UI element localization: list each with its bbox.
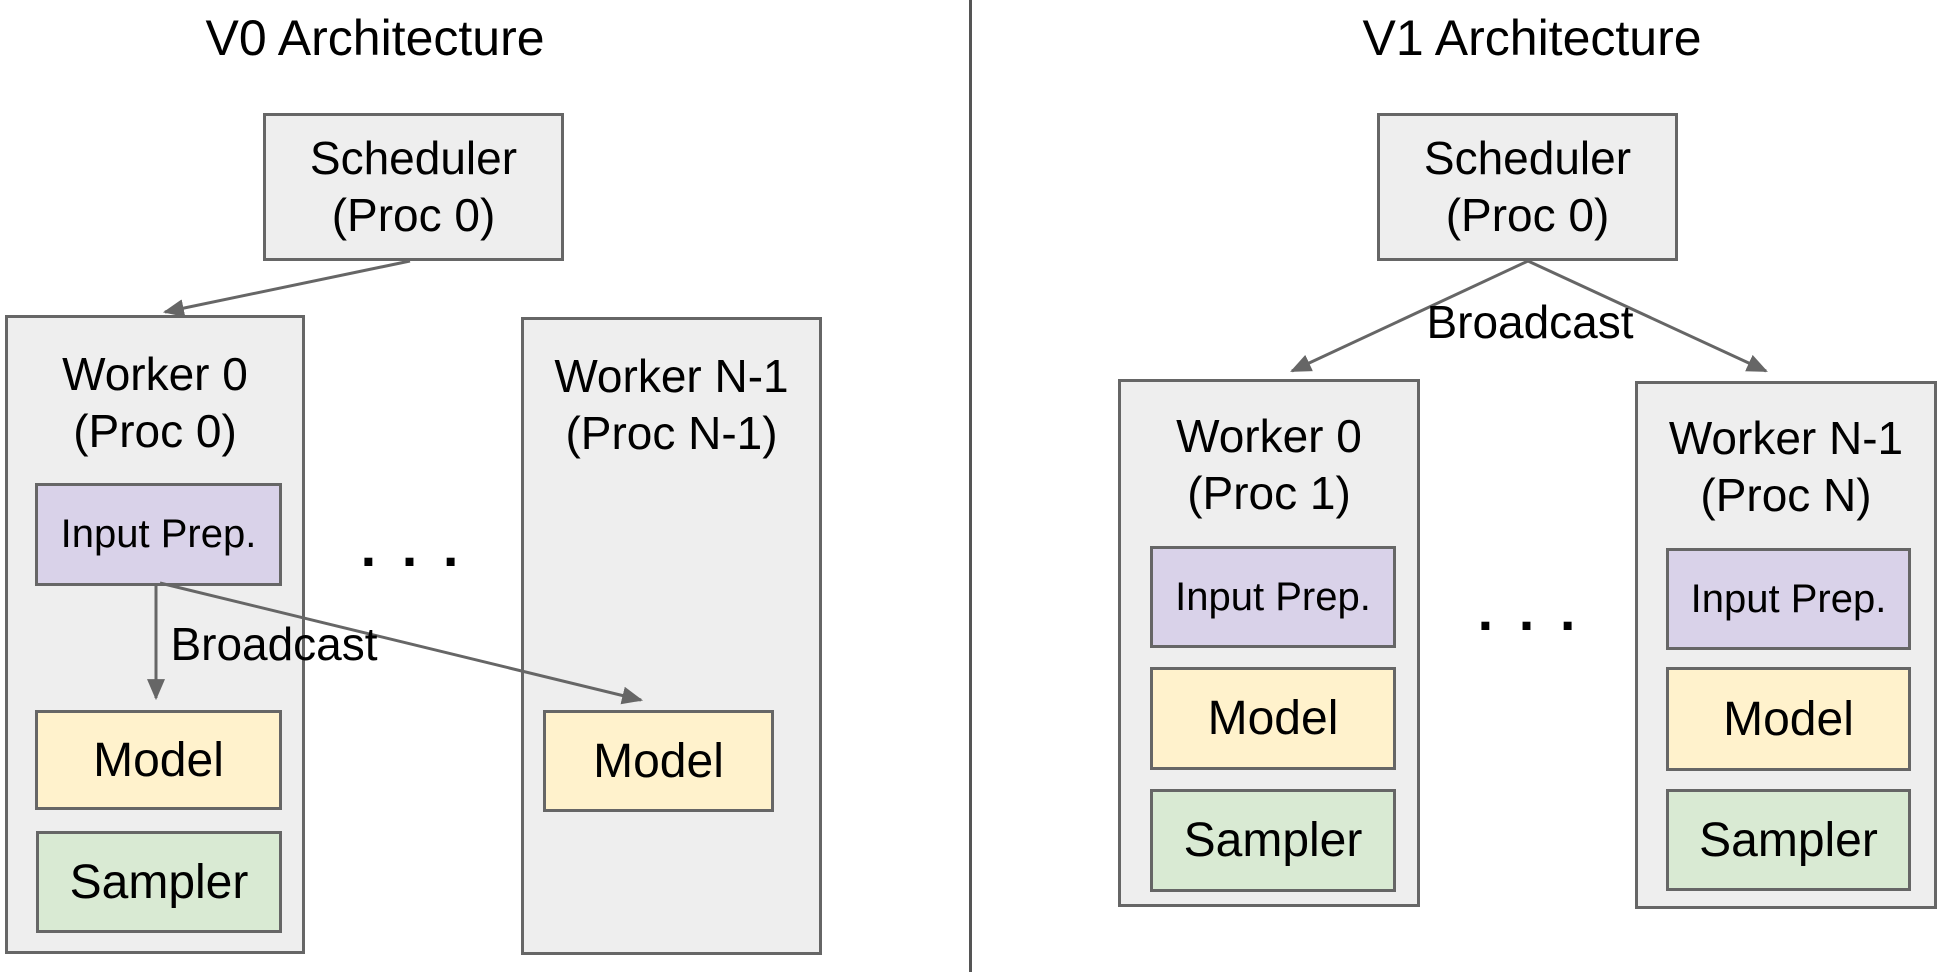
v0-title: V0 Architecture	[205, 10, 545, 66]
v1-worker0-box: Worker 0 (Proc 1) Input Prep. Model Samp…	[1118, 379, 1420, 907]
v0-ellipsis: . . .	[360, 515, 464, 578]
v0-worker0-label: Worker 0 (Proc 0)	[8, 318, 302, 460]
v1-workerN-label: Worker N-1 (Proc N)	[1638, 384, 1934, 524]
v1-scheduler-proc: (Proc 0)	[1445, 189, 1610, 241]
panel-divider	[969, 0, 972, 972]
v1-ellipsis: . . .	[1477, 579, 1581, 642]
v0-workerN-model-box: Model	[543, 710, 774, 812]
v1-workerN-model-box: Model	[1666, 667, 1911, 771]
v0-workerN-label: Worker N-1 (Proc N-1)	[524, 320, 819, 462]
v0-scheduler-name: Scheduler	[309, 132, 518, 184]
v0-scheduler-to-worker0-arrow	[162, 259, 411, 317]
v1-worker0-proc: (Proc 1)	[1187, 467, 1351, 519]
v0-worker0-name: Worker 0	[62, 348, 248, 400]
v0-worker0-model-box: Model	[35, 710, 282, 810]
v1-workerN-name: Worker N-1	[1668, 412, 1904, 464]
v1-worker0-input-prep-box: Input Prep.	[1150, 546, 1396, 648]
v1-scheduler-name: Scheduler	[1423, 132, 1632, 184]
v0-workerN-name: Worker N-1	[554, 350, 789, 402]
v1-scheduler-box: Scheduler (Proc 0)	[1377, 113, 1678, 261]
v1-title: V1 Architecture	[1362, 10, 1702, 66]
v0-workerN-box: Worker N-1 (Proc N-1) Model	[521, 317, 822, 955]
v1-workerN-proc: (Proc N)	[1700, 469, 1872, 521]
v0-worker0-sampler-box: Sampler	[36, 831, 282, 933]
v1-workerN-sampler-box: Sampler	[1666, 789, 1911, 891]
v1-worker0-name: Worker 0	[1176, 410, 1362, 462]
v0-worker0-proc: (Proc 0)	[73, 405, 237, 457]
v1-workerN-input-prep-box: Input Prep.	[1666, 548, 1911, 650]
v0-broadcast-label: Broadcast	[170, 618, 378, 670]
v0-scheduler-proc: (Proc 0)	[331, 189, 496, 241]
v1-workerN-box: Worker N-1 (Proc N) Input Prep. Model Sa…	[1635, 381, 1937, 909]
v0-workerN-proc: (Proc N-1)	[565, 407, 778, 459]
v0-worker0-input-prep-box: Input Prep.	[35, 483, 282, 586]
v1-worker0-sampler-box: Sampler	[1150, 789, 1396, 892]
v0-scheduler-box: Scheduler (Proc 0)	[263, 113, 564, 261]
v1-worker0-model-box: Model	[1150, 667, 1396, 770]
v1-broadcast-label: Broadcast	[1426, 296, 1634, 348]
v1-worker0-label: Worker 0 (Proc 1)	[1121, 382, 1417, 522]
